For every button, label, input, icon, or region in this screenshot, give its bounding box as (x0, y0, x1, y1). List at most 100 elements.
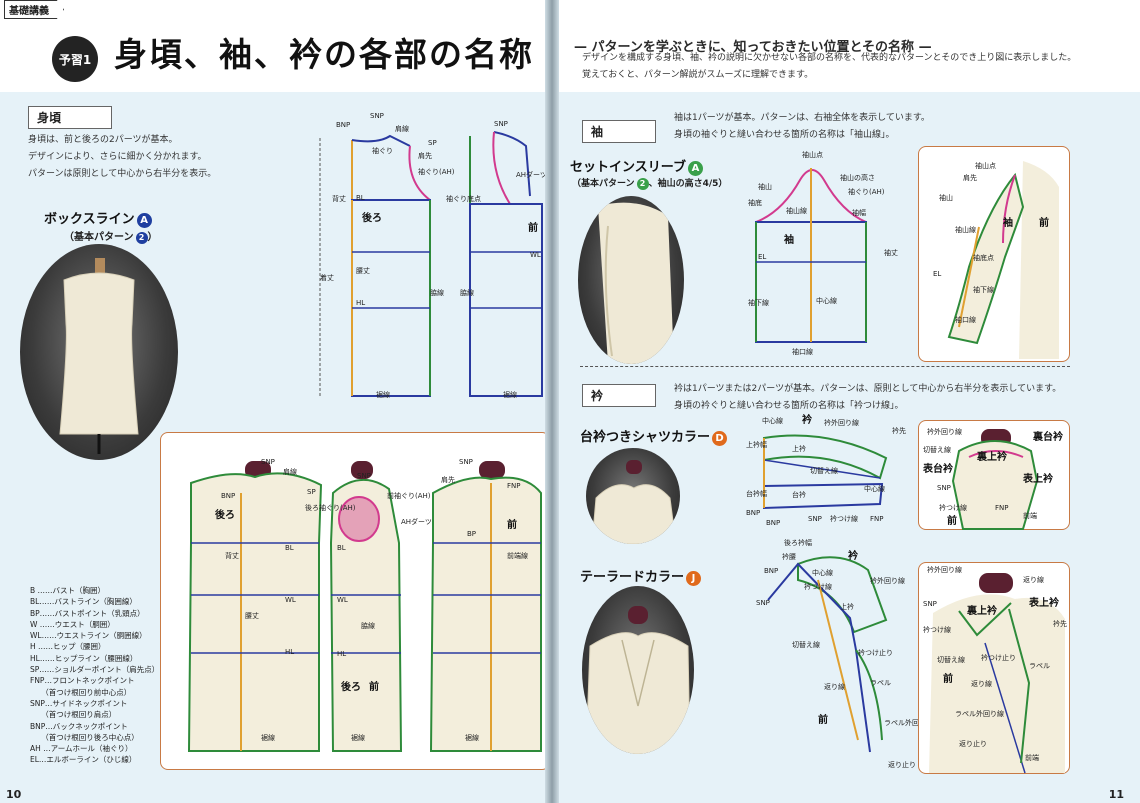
panel-label-wl-side: WL (337, 596, 348, 604)
panel-label-katasen: 肩線 (283, 468, 297, 476)
collar2-3d-label-kaeri: 返り線 (1023, 576, 1044, 584)
book-spine (545, 0, 559, 803)
intro-line: パターンは原則として中心から右半分を表示。 (28, 169, 217, 179)
collar2-3d-illustration (929, 573, 1065, 774)
collar1-label-fnp: FNP (870, 515, 884, 523)
collar2-3d-label-mae: 前 (943, 674, 953, 685)
collar1-badge: D (712, 431, 728, 446)
panel-label-ah-darts: AHダーツ (401, 518, 432, 526)
collar2-label-kami-eri: 上衿 (840, 603, 854, 611)
sleeve-photo (578, 196, 684, 364)
collar2-label-rapel: ラペル (870, 679, 891, 687)
glossary-item: WL……ウエストライン（胴囲線） (30, 631, 147, 641)
collar2-badge: J (686, 571, 702, 586)
collar1-label-eritsuke: 衿つけ線 (830, 515, 858, 523)
collar1-label-eri-soto: 衿外回り線 (824, 419, 859, 427)
collar1-label-kami-eri: 上衿 (792, 445, 806, 453)
collar1-label-uwaeri-haba: 上衿幅 (746, 441, 767, 449)
collar2-3d-label-kirikae: 切替え線 (937, 656, 965, 664)
collar2-3d-label-omote-uwaeri: 表上衿 (1029, 598, 1059, 609)
sleeve-title-text: セットインスリーブ (570, 160, 686, 175)
glossary-item: SP……ショルダーポイント（肩先点） (30, 665, 160, 675)
sleeve-label-sodeguri-ah: 袖ぐり(AH) (848, 188, 885, 196)
sleeve3d-label-katasaki: 肩先 (963, 174, 977, 182)
sleeve-text: 身頃の袖ぐりと縫い合わせる箇所の名称は「袖山線」。 (674, 130, 895, 140)
body-section-label: 身頃 (28, 106, 112, 129)
collar2-label-kaeri-agari: 返り止り (888, 761, 916, 769)
collar2-3d-label-rapel-soto: ラペル外回り線 (955, 710, 1004, 718)
dress-photo (20, 244, 178, 460)
diagram-label-senake: 背丈 (332, 195, 346, 203)
sleeve-label-sodehaba: 袖幅 (852, 209, 866, 217)
body-pattern-diagram (319, 131, 543, 398)
diagram-label-wl: WL (530, 251, 541, 259)
panel-label-bl-side: BL (337, 544, 346, 552)
style-sub-text: （基本パターン (64, 232, 134, 243)
glossary-item: EL…エルボーライン（ひじ線） (30, 755, 137, 765)
collar1-label-daieri-haba: 台衿幅 (746, 490, 767, 498)
collar1-label-daieri: 台衿 (792, 491, 806, 499)
glossary-item: BL……バストライン（胸囲線） (30, 597, 137, 607)
sleeve3d-label-sode: 袖 (1003, 218, 1013, 229)
panel-label-ushiro: 後ろ (215, 510, 235, 521)
sleeve-sub-end: ） (718, 179, 728, 189)
sleeve-label-sodeguchi: 袖口線 (792, 348, 813, 356)
sleeve-sub-frac: 4/5 (702, 179, 719, 189)
sleeve3d-label-sodeyama: 袖山 (939, 194, 953, 202)
collar1-3d-label-omote-daieri: 表台衿 (923, 464, 953, 475)
panel-label-mae-front: 前 (507, 520, 517, 531)
sleeve-badge: A (687, 161, 703, 176)
sleeve-3d-panel: 袖山点 肩先 袖山 袖 前 袖山線 袖底点 EL 袖下線 袖口線 (918, 146, 1070, 362)
collar2-label-eritsuke-agari: 衿つけ止り (858, 649, 893, 657)
panel-label-snp-side: SNP (357, 472, 371, 480)
style-sub-end: ） (147, 232, 158, 243)
sleeve-illustration (598, 202, 674, 364)
collar1-label-erisaki: 衿先 (892, 427, 906, 435)
collar1-label-kirikae: 切替え線 (810, 467, 838, 475)
glossary-item: H ……ヒップ（腰囲） (30, 642, 106, 652)
diagram-label-sodeguri-ah: 袖ぐり(AH) (418, 168, 455, 176)
collar2-label-bnp: BNP (764, 567, 779, 575)
section-divider (580, 366, 1070, 367)
glossary-item: HL……ヒップライン（腰囲線） (30, 653, 138, 663)
collar2-label-mae: 前 (818, 715, 828, 726)
collar1-3d-label-eritsuke: 衿つけ線 (939, 504, 967, 512)
style-badge: A (136, 213, 152, 228)
diagram-label-ushiro: 後ろ (362, 213, 382, 224)
collar1-3d-label-mae: 前 (947, 516, 957, 527)
collar1-3d-label-snp: SNP (937, 484, 951, 492)
sleeve3d-label-sodeyamasen: 袖山線 (955, 226, 976, 234)
collar2-label-ushiro-eri: 後ろ衿幅 (784, 539, 812, 547)
sleeve-label-sodesoko: 袖底 (748, 199, 762, 207)
sleeve-text: 袖は1パーツが基本。パターンは、右袖全体を表示しています。 (674, 113, 930, 123)
collar2-pattern-diagram (767, 556, 888, 753)
sleeve-label-sodeshita: 袖下線 (748, 299, 769, 307)
sleeve-sub-text: （基本パターン (572, 179, 635, 189)
panel-label-koshitake: 腰丈 (245, 612, 259, 620)
section-tag: 基礎講義 (4, 0, 64, 19)
collar1-label-eri: 衿 (802, 415, 812, 426)
sleeve-label-sode: 袖 (784, 235, 794, 246)
glossary-item: BP……バストポイント（乳頭点） (30, 608, 145, 618)
collar1-3d-label-eri-soto: 衿外回り線 (927, 428, 962, 436)
sleeve3d-label-sodeguchi: 袖口線 (955, 316, 976, 324)
sleeve-section-label: 袖 (582, 120, 656, 143)
diagram-label-bnp: BNP (336, 121, 351, 129)
collar1-label-nakasen-front: 中心線 (864, 485, 885, 493)
diagram-label-hl: HL (356, 299, 366, 307)
collar1-3d-panel: 衿外回り線 裏台衿 切替え線 裏上衿 表台衿 表上衿 SNP 衿つけ線 FNP … (918, 420, 1070, 530)
sleeve-3d-illustration (947, 161, 1059, 359)
collar2-label-eri-soto: 衿外回り線 (870, 577, 905, 585)
sleeve-label-sodeyama: 袖山 (758, 183, 772, 191)
sleeve-sub-mid: 、袖山の高さ (648, 179, 703, 189)
panel-label-fnp: FNP (507, 482, 521, 490)
collar2-3d-label-ura-uwaeri: 裏上衿 (967, 606, 997, 617)
panel-label-susosen-side: 裾線 (351, 734, 365, 742)
panel-label-wakisen: 脇線 (361, 622, 375, 630)
collar1-label-bnp: BNP (746, 509, 761, 517)
glossary-item: B ……バスト（胸囲） (30, 586, 106, 595)
panel-label-mae-side: 前 (369, 682, 379, 693)
glossary-item: （首つけ根回り後ろ中心点） (30, 732, 139, 742)
